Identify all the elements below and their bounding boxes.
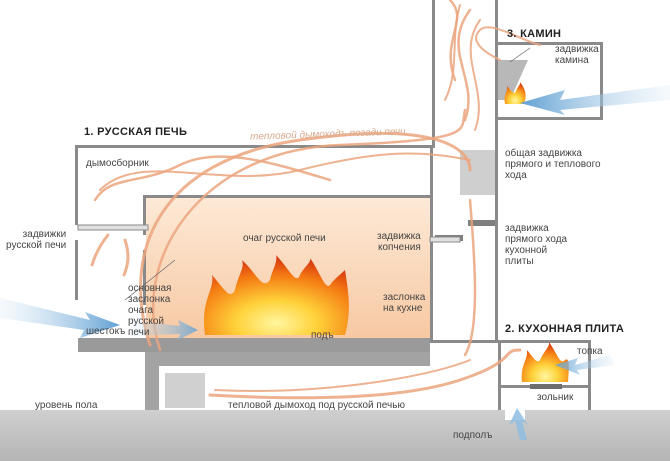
title-russian-stove: 1. РУССКАЯ ПЕЧЬ xyxy=(84,126,188,138)
chimney xyxy=(432,0,498,340)
russian-stove-body xyxy=(75,145,498,410)
label-smoke-collector: дымосборник xyxy=(86,158,149,169)
title-kitchen-stove: 2. КУХОННАЯ ПЛИТА xyxy=(505,323,625,335)
label-pod: подъ xyxy=(311,330,334,341)
label-smoking-damper: задвижка копчения xyxy=(377,231,421,253)
label-floor-level: уровень пола xyxy=(35,400,98,411)
title-fireplace: 3. КАМИН xyxy=(507,28,562,40)
label-shestok: шестокъ xyxy=(86,326,126,337)
kitchen-fire xyxy=(521,342,569,382)
under-flue-opening xyxy=(165,373,205,408)
kitchen-stove-body xyxy=(498,340,591,410)
fireplace-fire xyxy=(504,82,526,104)
fireplace-box xyxy=(498,42,603,120)
smoke-streams xyxy=(90,0,541,400)
cold-air-arrows xyxy=(0,85,670,440)
label-ash-pit: зольник xyxy=(537,392,574,403)
label-underfloor: подполъ xyxy=(453,430,493,441)
label-fireplace-damper: задвижка камина xyxy=(555,44,599,66)
leader-lines xyxy=(124,47,531,301)
label-firebox: топка xyxy=(577,346,603,357)
main-fire xyxy=(203,255,349,335)
label-kitchen-flap: заслонка на кухне xyxy=(383,292,426,314)
label-main-damper: основная заслонка очага русской печи xyxy=(128,283,172,338)
label-direct-flue-damper: задвижка прямого хода кухонной плиты xyxy=(505,223,568,267)
label-hearth: очаг русской печи xyxy=(243,233,326,244)
label-common-damper: общая задвижка прямого и теплового хода xyxy=(505,148,601,181)
label-heat-flue-under: тепловой дымоход под русской печью xyxy=(228,400,405,411)
label-russian-dampers: задвижки русской печи xyxy=(6,229,67,251)
floor xyxy=(0,410,670,461)
damper-markers xyxy=(77,224,461,243)
